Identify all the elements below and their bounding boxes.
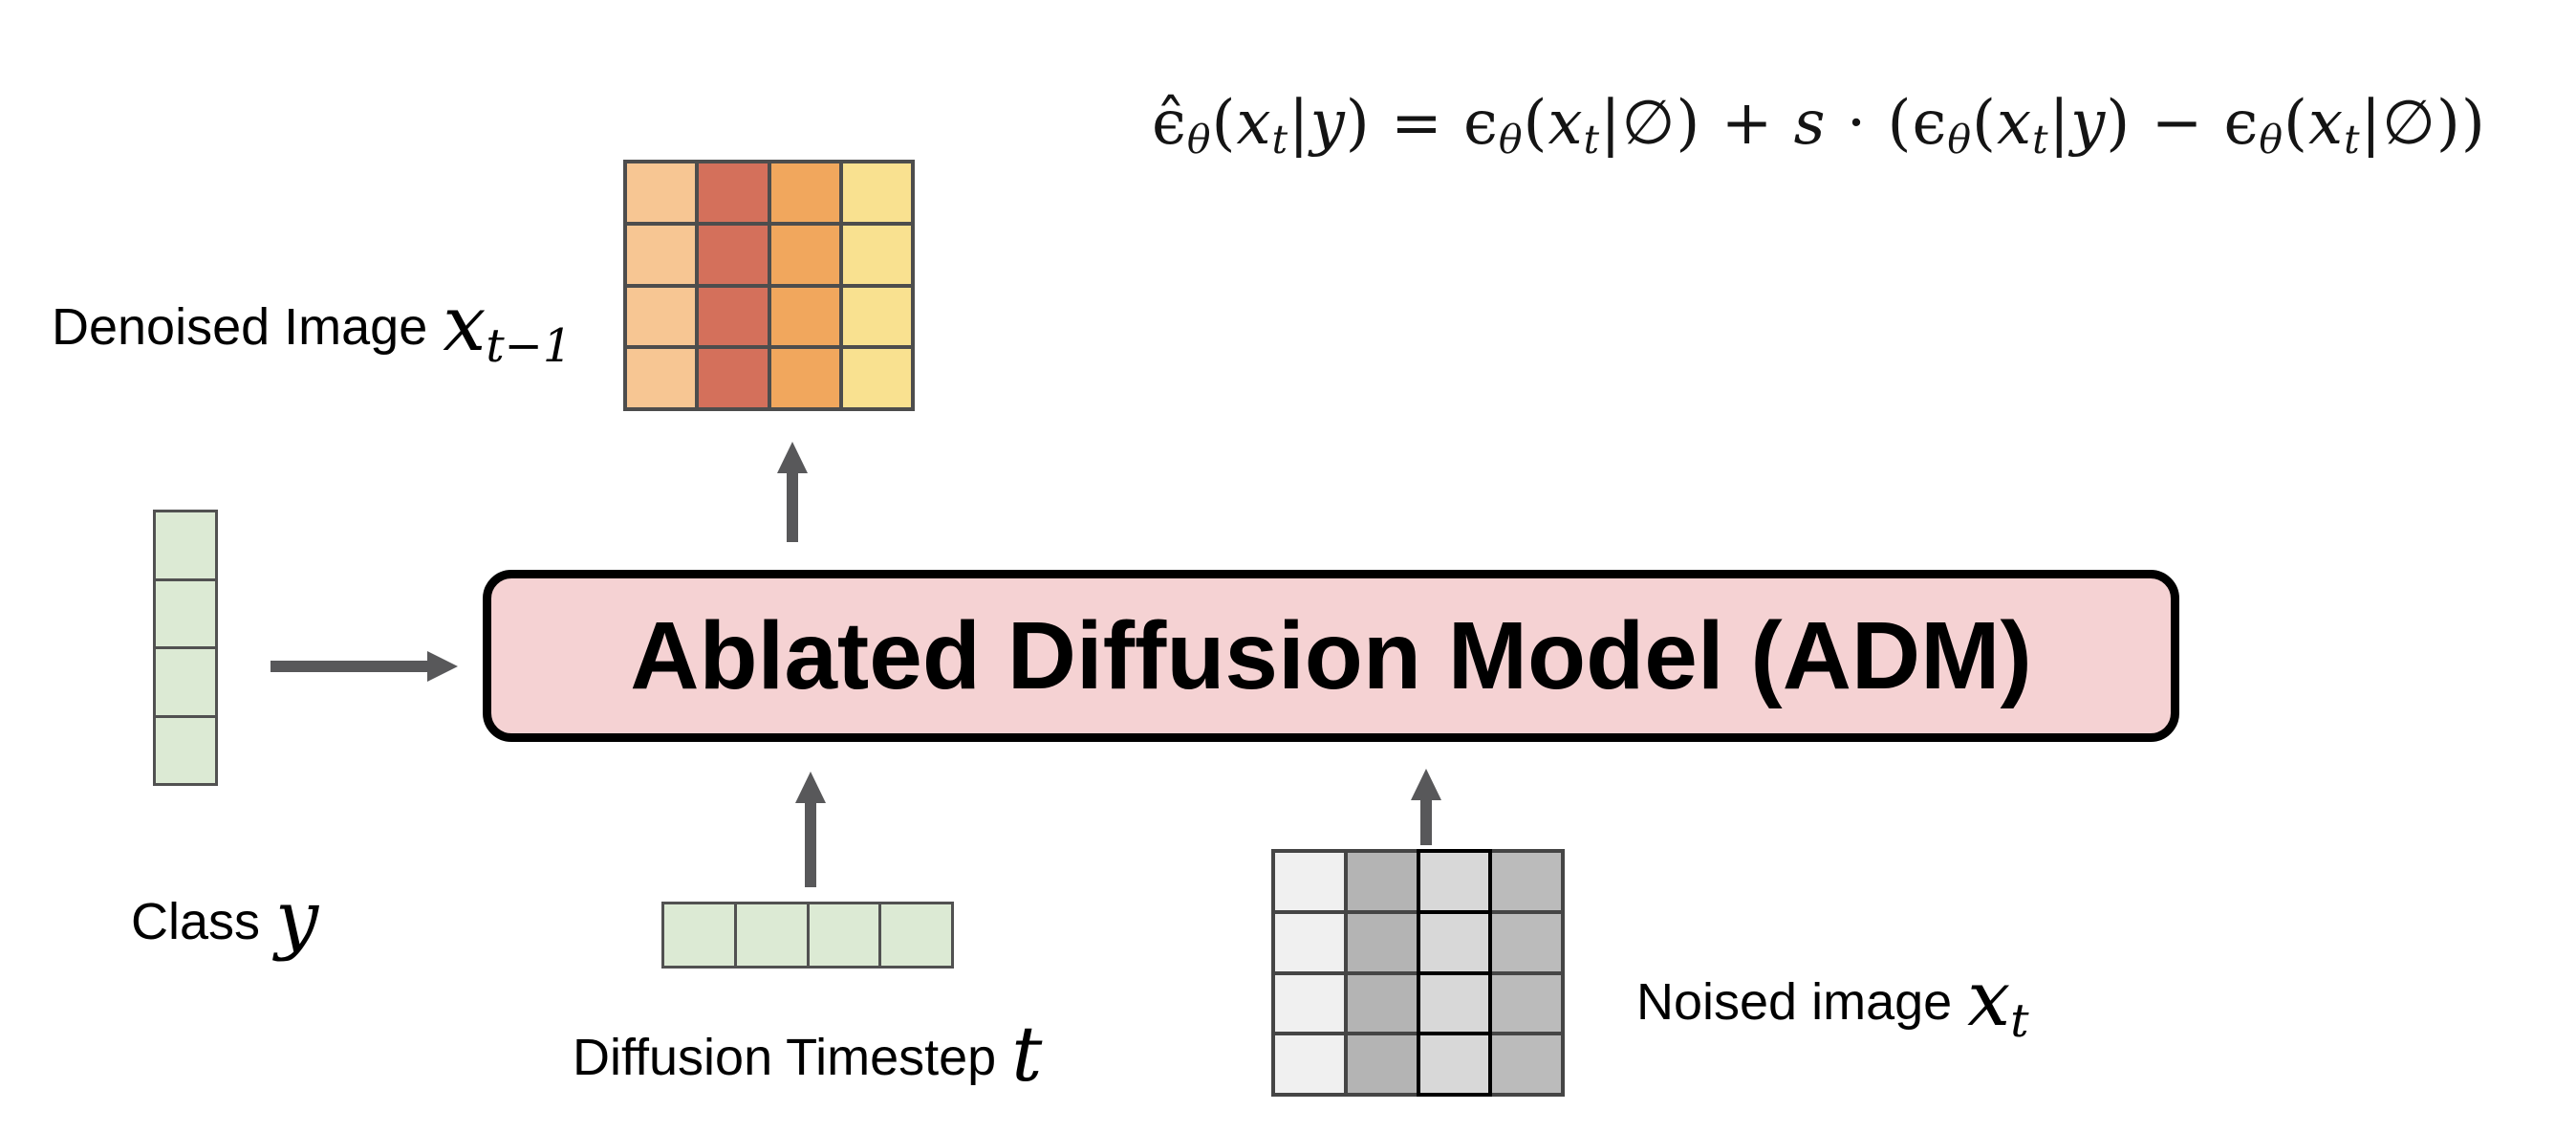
- denoised-image-grid: [623, 160, 915, 411]
- formula-token: t: [1271, 116, 1289, 163]
- formula-token: ϵ: [1912, 88, 1948, 159]
- grid-cell: [770, 163, 839, 222]
- formula-token: t: [1583, 116, 1601, 163]
- formula-token: θ: [1186, 116, 1212, 163]
- grid-cell: [627, 349, 696, 407]
- grid-cell: [699, 225, 768, 284]
- grid-cell: [1492, 913, 1561, 971]
- grid-cell: [770, 225, 839, 284]
- class-math: y: [275, 874, 319, 963]
- grid-cell: [699, 349, 768, 407]
- grid-cell: [770, 349, 839, 407]
- adm-box-label: Ablated Diffusion Model (ADM): [630, 601, 2032, 709]
- grid-cell: [664, 904, 734, 966]
- cfg-formula: ϵ̂θ(xt|y) = ϵθ(xt|∅) + s · (ϵθ(xt|y) − ϵ…: [1152, 88, 2486, 163]
- formula-token: ϵ: [1463, 88, 1499, 159]
- formula-token: θ: [1947, 116, 1972, 163]
- grid-cell: [1416, 849, 1493, 914]
- formula-token: θ: [1498, 116, 1524, 163]
- timestep-vector: [661, 902, 954, 969]
- formula-token: · (: [1826, 88, 1913, 159]
- formula-token: (: [1211, 88, 1237, 159]
- grid-cell: [1347, 913, 1417, 971]
- grid-cell: [1492, 974, 1561, 1033]
- grid-cell: [881, 904, 951, 966]
- formula-token: ϵ̂: [1152, 88, 1187, 159]
- grid-cell: [842, 287, 911, 346]
- grid-cell: [627, 163, 696, 222]
- noised-image-grid: [1271, 849, 1565, 1097]
- formula-token: t: [2032, 116, 2049, 163]
- grid-cell: [627, 287, 696, 346]
- noised-image-label-text: Noised image: [1636, 973, 1953, 1031]
- grid-cell: [770, 287, 839, 346]
- formula-token: x: [1548, 88, 1584, 159]
- grid-cell: [1416, 970, 1493, 1036]
- formula-token: t: [2344, 116, 2361, 163]
- grid-cell: [699, 287, 768, 346]
- grid-cell: [736, 904, 807, 966]
- grid-cell: [156, 717, 215, 783]
- class-vector: [153, 510, 218, 786]
- grid-cell: [1492, 853, 1561, 910]
- grid-cell: [627, 225, 696, 284]
- grid-cell: [1275, 1035, 1344, 1093]
- timestep-label: Diffusion Timestep t: [573, 1004, 1042, 1099]
- formula-token: ) −: [2106, 88, 2224, 159]
- denoised-image-label: Denoised Image xt−1: [52, 273, 572, 373]
- grid-cell: [1416, 909, 1493, 975]
- arrow-adm-to-denoised: [777, 442, 808, 542]
- class-label-text: Class: [131, 893, 261, 950]
- grid-cell: [809, 904, 879, 966]
- timestep-label-text: Diffusion Timestep: [573, 1029, 997, 1086]
- class-label: Class y: [131, 868, 318, 963]
- arrow-noised-to-adm: [1411, 769, 1441, 845]
- grid-cell: [1275, 853, 1344, 910]
- arrow-timestep-to-adm: [795, 772, 826, 887]
- grid-cell: [1275, 974, 1344, 1033]
- formula-token: y: [1310, 88, 1346, 159]
- formula-token: x: [1996, 88, 2033, 159]
- formula-token: |: [1288, 88, 1310, 159]
- formula-token: x: [2308, 88, 2345, 159]
- adm-box: Ablated Diffusion Model (ADM): [483, 570, 2179, 742]
- grid-cell: [1416, 1032, 1493, 1097]
- denoised-image-label-text: Denoised Image: [52, 298, 428, 356]
- formula-token: x: [1236, 88, 1272, 159]
- grid-cell: [156, 649, 215, 715]
- timestep-math: t: [1011, 1010, 1043, 1099]
- formula-token: ϵ: [2223, 88, 2260, 159]
- formula-token: ) =: [1345, 88, 1464, 159]
- grid-cell: [1347, 1035, 1417, 1093]
- grid-cell: [842, 225, 911, 284]
- formula-token: y: [2070, 88, 2107, 159]
- noised-image-math: xt: [1967, 954, 2029, 1048]
- grid-cell: [842, 349, 911, 407]
- formula-token: (: [2284, 88, 2308, 159]
- formula-token: |∅)): [2360, 88, 2486, 159]
- formula-token: |∅) +: [1600, 88, 1794, 159]
- grid-cell: [699, 163, 768, 222]
- grid-cell: [156, 512, 215, 578]
- formula-token: (: [1523, 88, 1548, 159]
- noised-image-label: Noised image xt: [1636, 948, 2029, 1048]
- grid-cell: [1275, 913, 1344, 971]
- formula-token: s: [1793, 88, 1827, 159]
- denoised-image-math: xt−1: [443, 279, 573, 373]
- grid-cell: [1492, 1035, 1561, 1093]
- formula-token: (: [1972, 88, 1997, 159]
- grid-cell: [1347, 853, 1417, 910]
- grid-cell: [1347, 974, 1417, 1033]
- grid-cell: [156, 580, 215, 646]
- formula-token: θ: [2259, 116, 2284, 163]
- formula-token: |: [2048, 88, 2071, 159]
- arrow-class-to-adm: [271, 651, 458, 682]
- grid-cell: [842, 163, 911, 222]
